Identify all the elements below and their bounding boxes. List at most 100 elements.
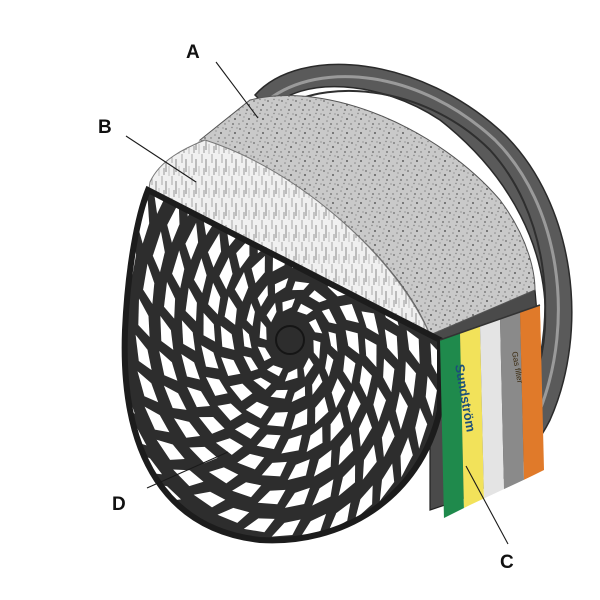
grille-hole (135, 334, 152, 371)
rim-inner-edge (279, 89, 547, 396)
grille-hole (251, 255, 265, 284)
grille-hole (208, 467, 239, 484)
grille-hole (345, 330, 360, 355)
grille-hole (363, 514, 384, 541)
grille-hole (306, 426, 323, 452)
grille-hole (205, 377, 228, 396)
band-stripe (480, 319, 504, 500)
grille-hole (303, 357, 314, 378)
grille-hole (164, 281, 176, 319)
grille-hole (328, 331, 338, 352)
grille-hole (253, 377, 272, 390)
grille-hole (328, 502, 351, 532)
grille-hole (321, 308, 337, 325)
callout-c: C (500, 552, 514, 573)
grille-hole (144, 406, 170, 433)
grille-hole (266, 365, 283, 377)
grille-hole (152, 231, 165, 273)
grille-hole (156, 439, 185, 460)
band-stripe (520, 305, 544, 480)
leader-line-c (465, 465, 509, 545)
grille-hole (201, 345, 219, 369)
leader-line-b (125, 135, 197, 183)
grille-hole (306, 544, 334, 569)
grille-hole (243, 518, 275, 533)
grille-hole (220, 325, 235, 350)
grille-hole (291, 386, 306, 402)
grille-hole (163, 385, 187, 410)
grille-hole (361, 311, 379, 335)
grille-hole (271, 519, 301, 537)
grille-hole (404, 361, 416, 399)
grille-hole (274, 278, 289, 294)
grille-hole (291, 408, 308, 430)
grille-hole (181, 354, 200, 380)
grille-hole (284, 368, 298, 382)
grille-hole (379, 463, 395, 502)
grille-hole (343, 355, 356, 384)
grille-hole (203, 312, 216, 342)
leader-line-d (146, 451, 229, 489)
grille-hole (137, 200, 150, 244)
grille-hole (198, 417, 225, 434)
grille-hole (395, 391, 408, 430)
grille-hole (242, 328, 252, 349)
grille-hole (173, 469, 204, 487)
grille-hole (172, 250, 185, 289)
grille-hole (325, 353, 334, 377)
grille-hole (267, 412, 288, 427)
grille-hole (215, 438, 244, 455)
grille-hole (339, 304, 359, 323)
grille-hole (338, 464, 356, 496)
callout-d: D (112, 494, 126, 515)
band-stripe (440, 333, 464, 520)
grille-hole (237, 453, 265, 470)
grille-hole (297, 303, 314, 315)
grille-hole (313, 449, 332, 477)
grille-hole (312, 479, 334, 506)
grille-hole (194, 258, 207, 294)
grille-hole (193, 491, 226, 508)
grille-hole (381, 420, 395, 458)
grille-hole (312, 373, 323, 395)
grille-hole (315, 396, 329, 425)
grille-hole (425, 376, 437, 417)
grille-hole (245, 401, 269, 419)
grille-hole (208, 233, 222, 268)
grille-hole (308, 319, 323, 334)
grille-hole (159, 351, 178, 381)
grille-hole (187, 386, 210, 408)
grille-hole (257, 285, 268, 307)
grille-hole (261, 461, 287, 477)
grille-hole (185, 287, 197, 322)
grille-hole (185, 222, 199, 260)
grille-hole (208, 282, 221, 315)
grille-hole (300, 513, 327, 538)
grille-hole (234, 422, 260, 439)
grille-hole (276, 551, 307, 570)
leader-line-a (215, 61, 259, 119)
grille-hole (284, 487, 310, 508)
grille-hole (217, 507, 250, 523)
grille-hole (415, 407, 428, 449)
grille-hole (359, 365, 372, 398)
color-band-label (440, 305, 544, 520)
grille-hole (406, 330, 420, 365)
grille-hole (373, 386, 386, 422)
grille-hole (219, 544, 253, 558)
grille-hole (257, 489, 286, 505)
grille-hole (137, 371, 159, 403)
grille-hole (331, 378, 346, 408)
grille-hole (292, 281, 310, 291)
grille-hole (358, 412, 372, 447)
grille-hole (236, 238, 250, 269)
grille-hole (282, 298, 296, 312)
grille-hole (335, 532, 361, 541)
grille-hole (243, 355, 259, 372)
band-stripe (500, 312, 524, 490)
grille-hole (257, 346, 272, 361)
grille-hole (330, 411, 344, 442)
grille-hole (160, 315, 174, 350)
callout-a: A (186, 42, 200, 63)
